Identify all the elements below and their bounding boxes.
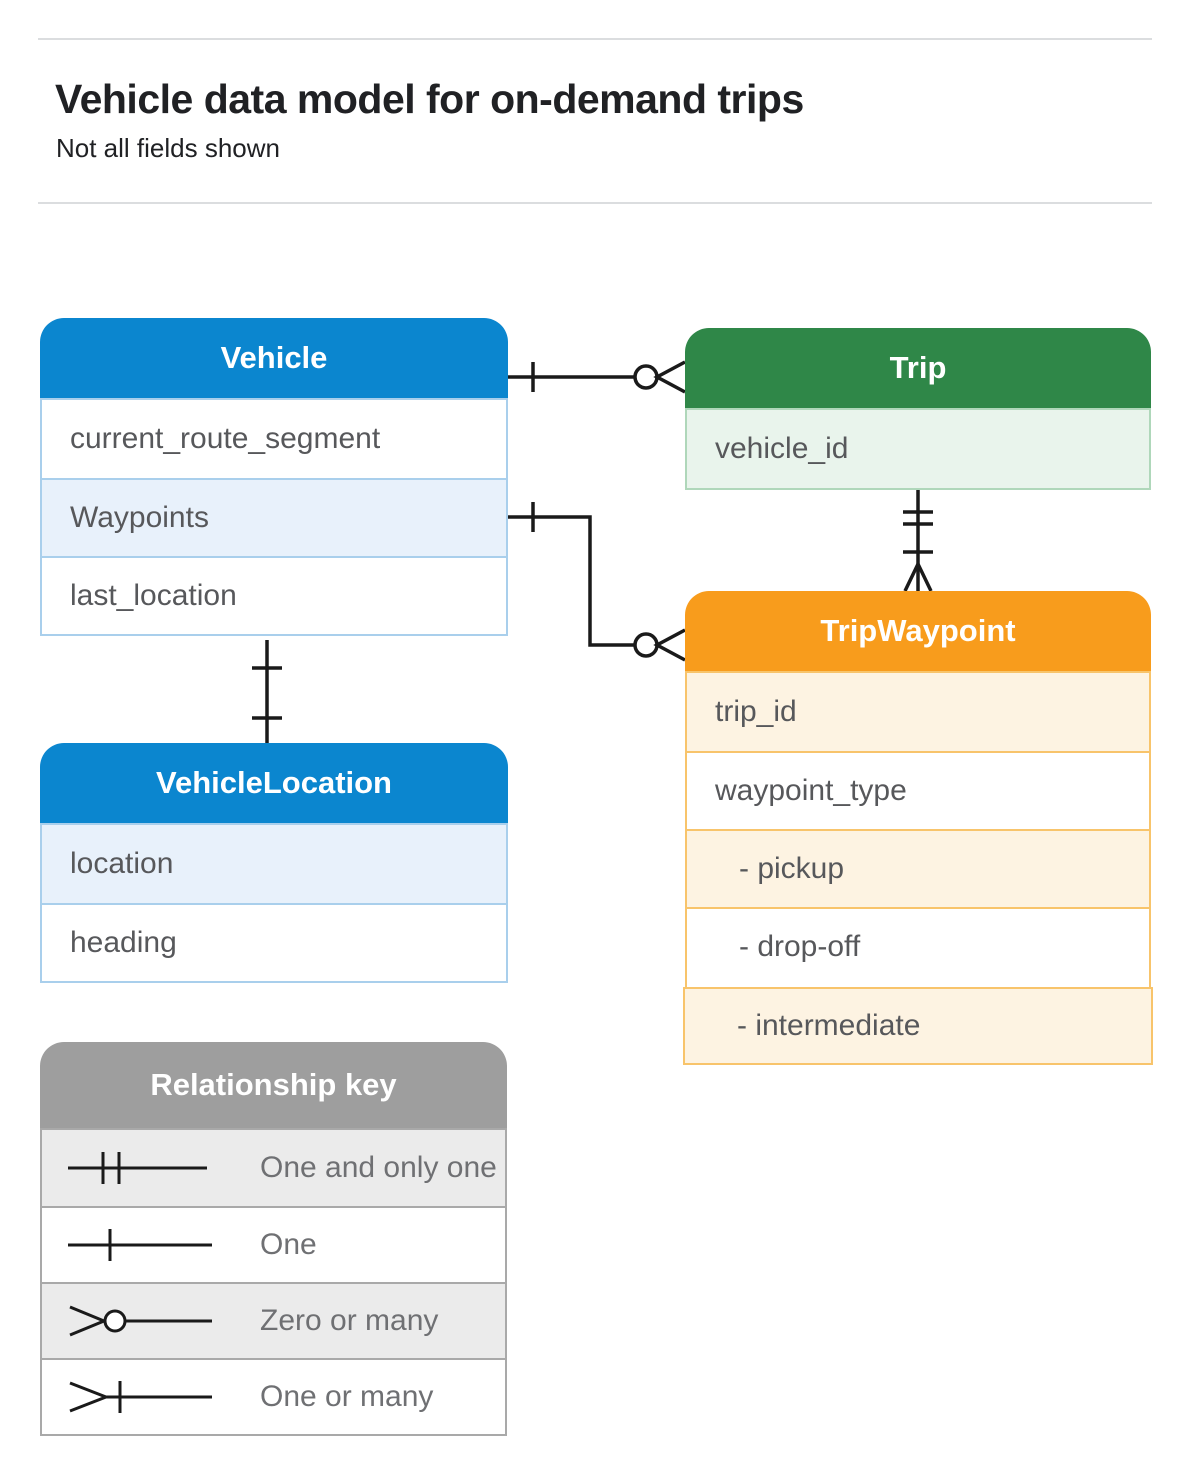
entity-trip-header: Trip	[685, 328, 1151, 408]
connector-line	[508, 515, 636, 647]
relationship-key-header: Relationship key	[40, 1042, 507, 1128]
legend-row-one: One	[42, 1206, 505, 1282]
field-location: location	[42, 825, 506, 903]
legend-label: One	[260, 1228, 317, 1261]
entity-vehicle-header: Vehicle	[40, 318, 508, 398]
crow-foot-many-symbol	[653, 360, 686, 394]
entity-tripwaypoint-title: TripWaypoint	[820, 613, 1016, 648]
legend-row-zero-or-many: Zero or many	[42, 1282, 505, 1358]
relationship-key-rows: One and only one One Zero or many One or…	[40, 1128, 507, 1436]
page-title: Vehicle data model for on-demand trips	[55, 76, 804, 122]
legend-label: Zero or many	[260, 1304, 439, 1337]
connector-trip-tripwaypoint	[903, 490, 933, 592]
entity-trip: Trip vehicle_id	[685, 328, 1151, 490]
crow-foot-many-symbol	[903, 559, 933, 592]
legend-label: One or many	[260, 1380, 434, 1413]
entity-tripwaypoint-fields: trip_id waypoint_type - pickup - drop-of…	[683, 671, 1153, 1065]
relationship-key-title: Relationship key	[150, 1067, 397, 1102]
crow-foot-many-symbol	[653, 628, 686, 662]
divider-under-subtitle	[38, 202, 1152, 204]
relationship-key: Relationship key One and only one One Ze…	[40, 1042, 507, 1436]
entity-vehicle: Vehicle current_route_segment Waypoints …	[40, 318, 508, 636]
legend-row-one-or-many: One or many	[42, 1358, 505, 1434]
field-trip-id: trip_id	[687, 673, 1149, 751]
field-heading: heading	[42, 903, 506, 981]
divider-top	[38, 38, 1152, 40]
one-and-only-one-icon	[68, 1152, 207, 1184]
zero-circle-symbol	[633, 632, 659, 658]
field-waypoint-type-pickup: - pickup	[687, 829, 1149, 907]
field-last-location: last_location	[42, 556, 506, 634]
entity-trip-fields: vehicle_id	[685, 408, 1151, 490]
zero-or-many-icon	[69, 1305, 212, 1337]
one-or-many-icon	[69, 1381, 212, 1413]
field-waypoints: Waypoints	[42, 478, 506, 556]
entity-vehicle-title: Vehicle	[220, 340, 328, 375]
entity-tripwaypoint: TripWaypoint trip_id waypoint_type - pic…	[683, 591, 1153, 1065]
one-icon	[68, 1229, 212, 1261]
entity-vehiclelocation-header: VehicleLocation	[40, 743, 508, 823]
field-waypoint-type: waypoint_type	[687, 751, 1149, 829]
entity-vehiclelocation: VehicleLocation location heading	[40, 743, 508, 983]
connector-waypoints-tripwaypoint	[508, 502, 686, 662]
field-waypoint-type-intermediate: - intermediate	[683, 987, 1153, 1065]
field-waypoint-type-drop-off: - drop-off	[687, 907, 1149, 985]
entity-tripwaypoint-header: TripWaypoint	[685, 591, 1151, 671]
legend-label: One and only one	[260, 1151, 497, 1184]
legend-row-one-and-only-one: One and only one	[42, 1130, 505, 1206]
entity-vehiclelocation-title: VehicleLocation	[155, 765, 392, 800]
entity-trip-title: Trip	[889, 350, 947, 385]
zero-circle-symbol	[633, 364, 659, 390]
page-subtitle: Not all fields shown	[56, 133, 280, 163]
entity-vehiclelocation-fields: location heading	[40, 823, 508, 983]
connector-vehicle-vehiclelocation	[252, 640, 282, 743]
field-vehicle-id: vehicle_id	[687, 410, 1149, 488]
connector-vehicle-trip	[508, 360, 686, 394]
field-current-route-segment: current_route_segment	[42, 400, 506, 478]
entity-vehicle-fields: current_route_segment Waypoints last_loc…	[40, 398, 508, 636]
